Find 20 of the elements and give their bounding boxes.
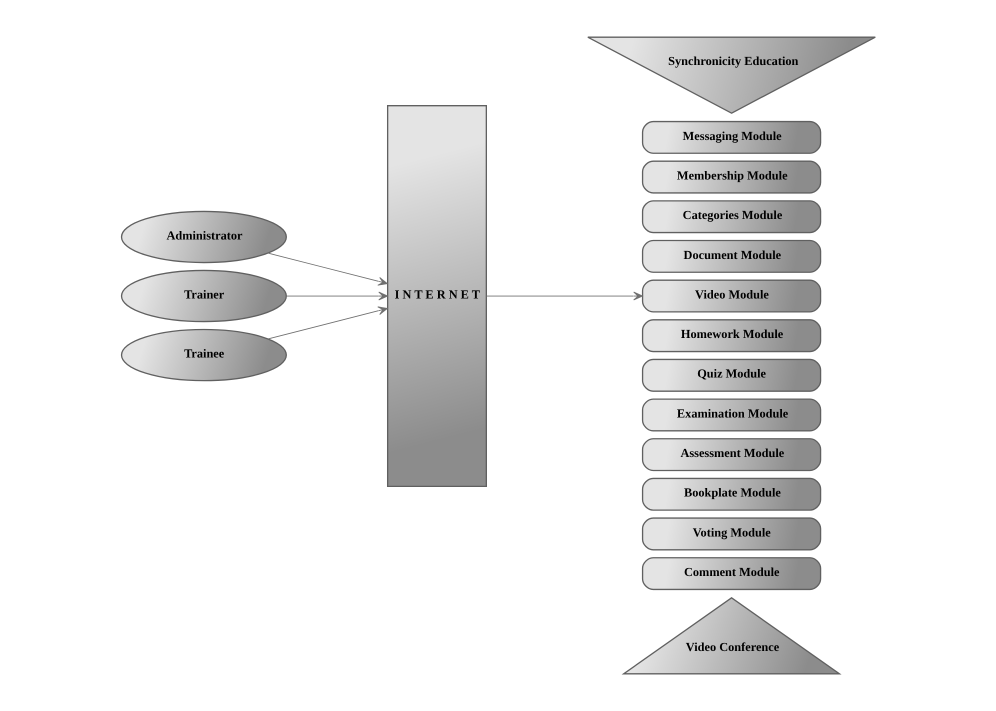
node-box: Messaging Module (641, 120, 821, 154)
arrow (267, 306, 388, 340)
arrow (486, 292, 642, 300)
node-ellipse: Trainer (120, 270, 286, 322)
node-box: I N T E R N E T (386, 105, 486, 488)
arrow (285, 292, 388, 300)
node-box: Bookplate Module (641, 478, 821, 511)
node-box: Categories Module (641, 200, 821, 234)
node-ellipse: Administrator (120, 210, 286, 264)
node-box: Comment Module (641, 557, 821, 590)
node-box: Homework Module (641, 319, 821, 352)
node-box: Video Module (641, 280, 821, 313)
node-box: Assessment Module (641, 438, 821, 472)
node-box: Voting Module (641, 517, 821, 550)
node-ellipse: Trainee (120, 328, 286, 382)
node-box: Document Module (641, 240, 821, 273)
arrow (267, 252, 388, 286)
node-box: Membership Module (641, 160, 821, 194)
node-box: Examination Module (641, 398, 821, 432)
node-box: Quiz Module (641, 358, 821, 392)
